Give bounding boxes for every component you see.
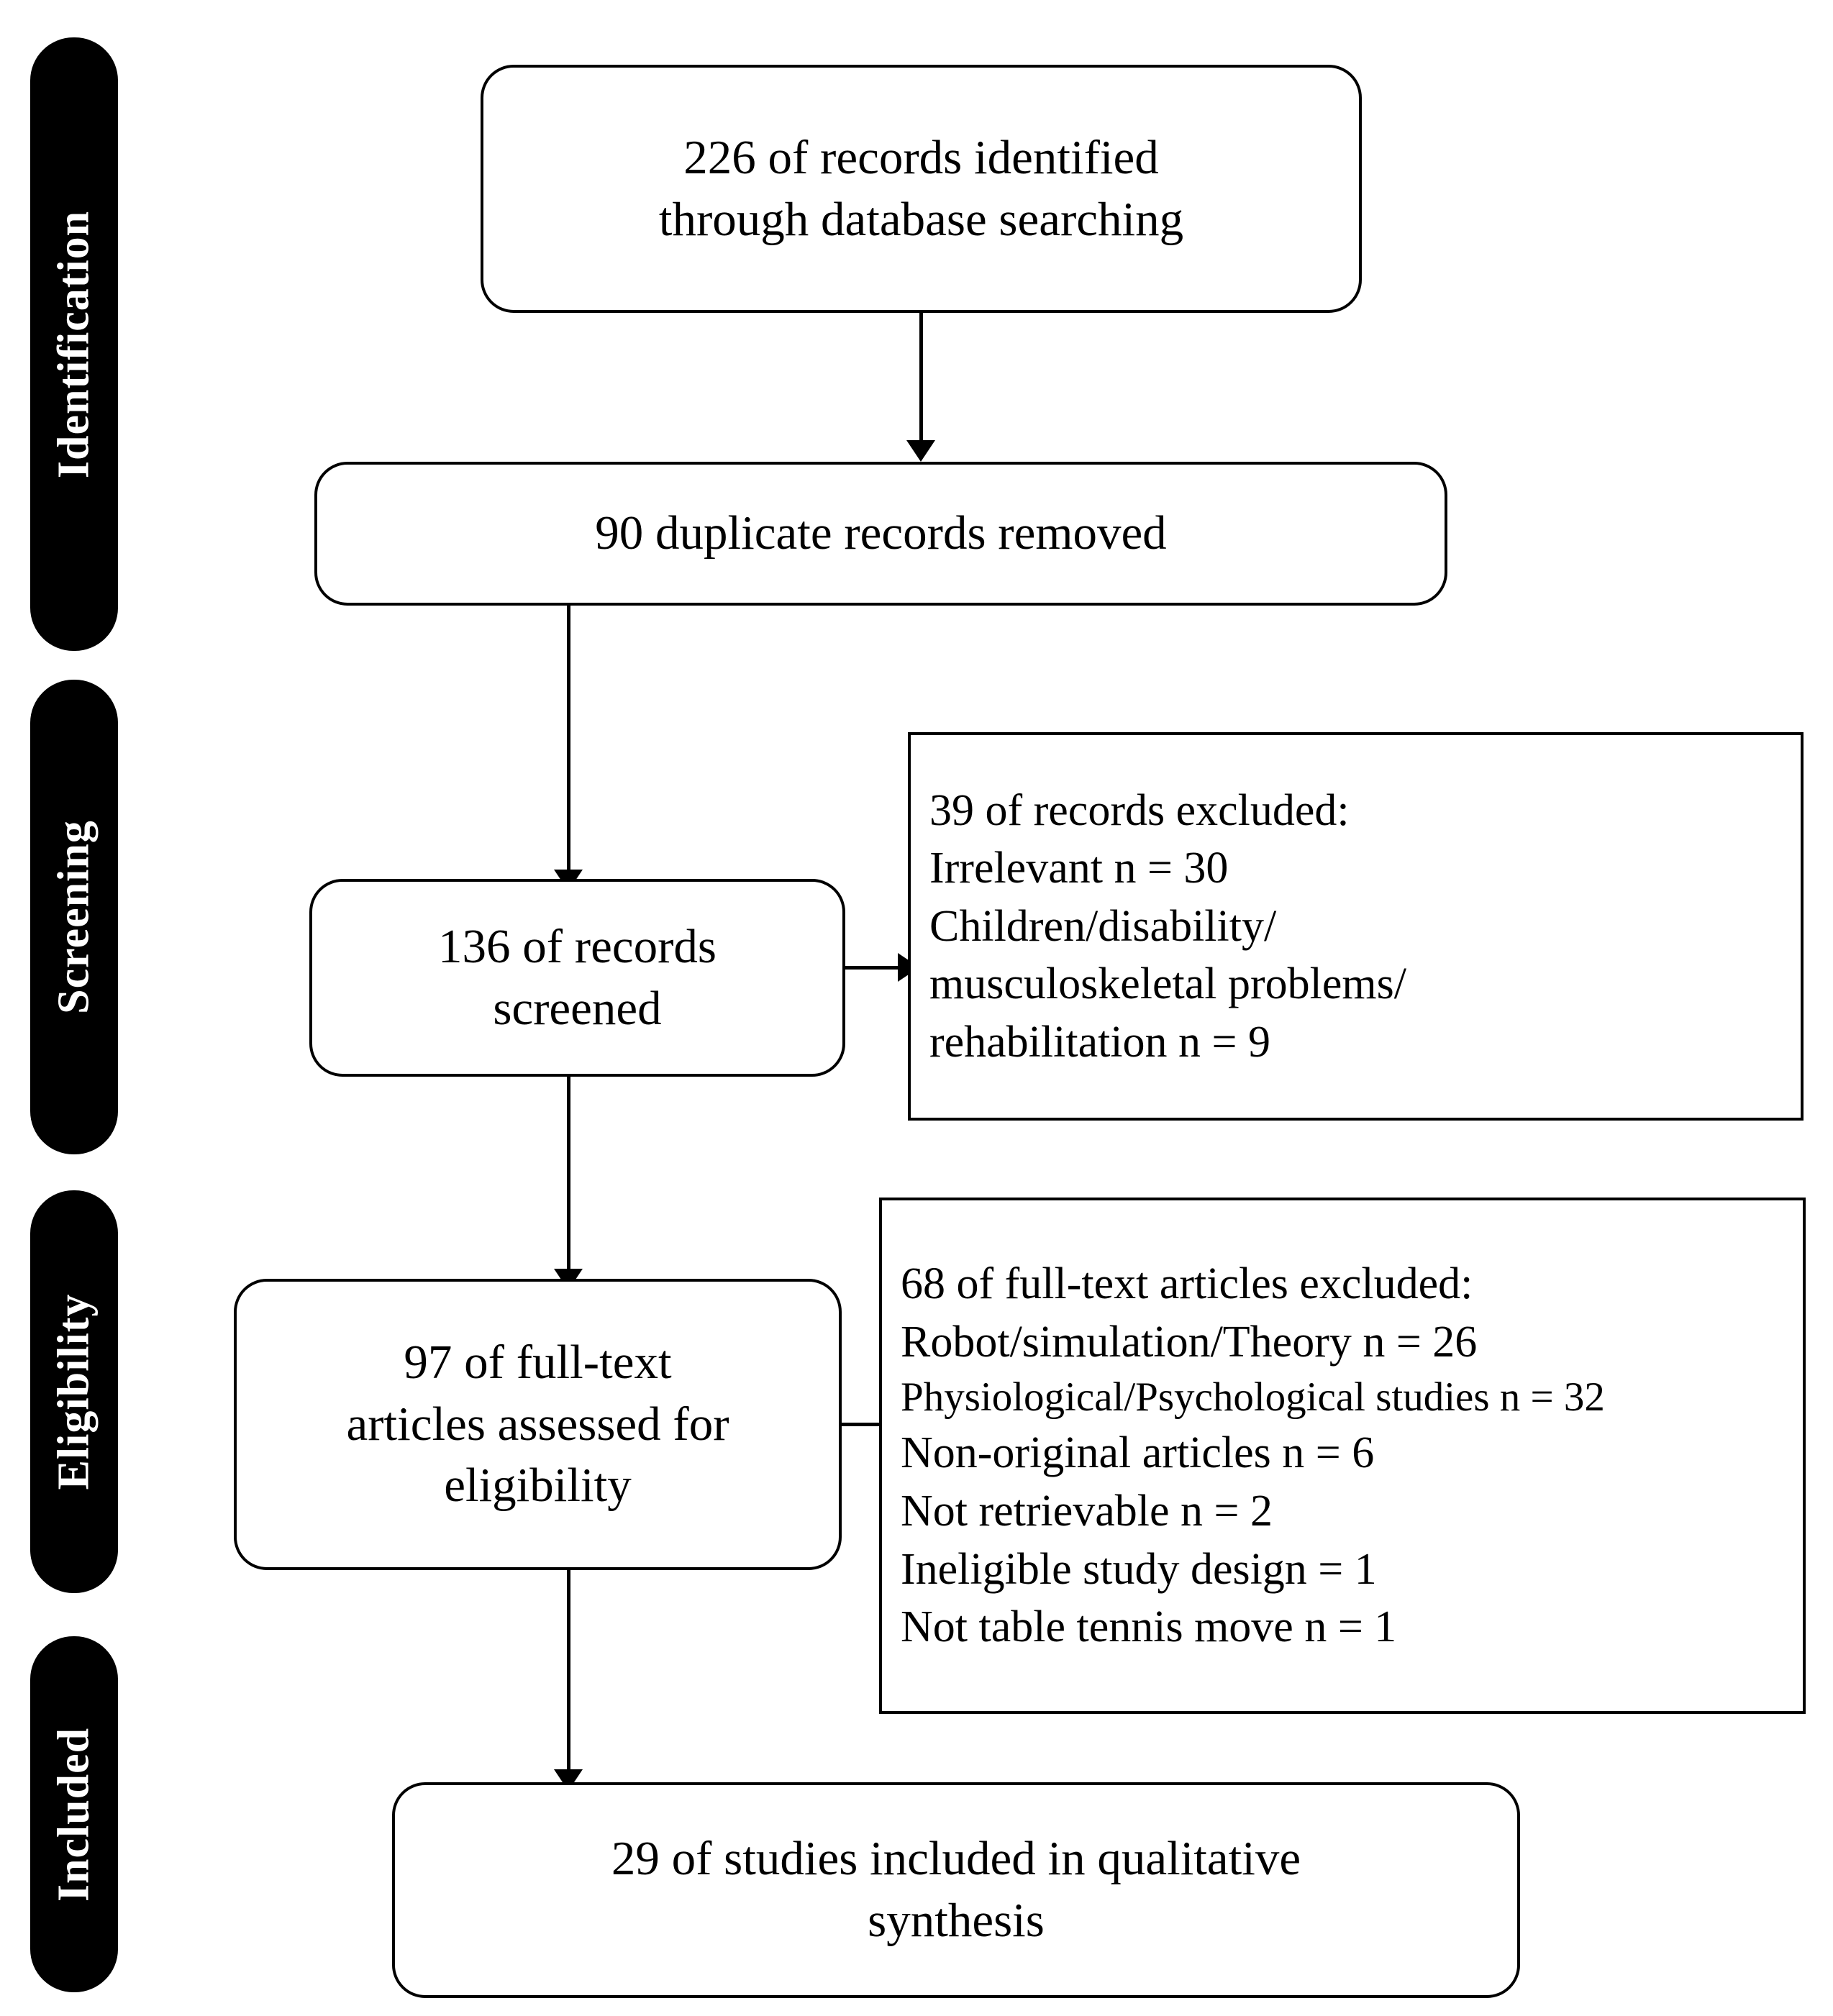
fulltext-excluded-item: Not retrievable n = 2 <box>901 1487 1273 1536</box>
fulltext-excluded-item: Not table tennis move n = 1 <box>901 1602 1397 1652</box>
records-excluded-item: musculoskeletal problems/ <box>929 959 1406 1009</box>
fulltext-excluded-item: Physiological/Psychological studies n = … <box>901 1374 1605 1420</box>
box-duplicates-removed: 90 duplicate records removed <box>314 462 1447 606</box>
stage-tab-included-label: Included <box>49 1727 99 1902</box>
stage-tab-eligibility-label: Eligibility <box>49 1293 99 1490</box>
stage-tab-identification-label: Identification <box>49 210 99 478</box>
arrow-identified-to-duplicates <box>906 440 935 462</box>
box-studies-included-text: 29 of studies included in qualitative sy… <box>611 1832 1301 1947</box>
fulltext-excluded-heading: 68 of full-text articles excluded: <box>901 1259 1473 1309</box>
box-fulltext-assessed: 97 of full-text articles assessed for el… <box>234 1279 842 1570</box>
fulltext-excluded-list: 68 of full-text articles excluded: Robot… <box>882 1200 1803 1711</box>
fulltext-excluded-item: Robot/simulation/Theory n = 26 <box>901 1317 1478 1367</box>
records-excluded-item: Irrelevant n = 30 <box>929 844 1229 893</box>
stage-tab-included: Included <box>30 1636 118 1992</box>
stage-tab-identification: Identification <box>30 37 118 651</box>
records-excluded-item: rehabilitation n = 9 <box>929 1017 1271 1067</box>
box-studies-included: 29 of studies included in qualitative sy… <box>392 1782 1520 1998</box>
box-fulltext-assessed-text: 97 of full-text articles assessed for el… <box>346 1335 729 1513</box>
records-excluded-list: 39 of records excluded: Irrelevant n = 3… <box>911 735 1801 1118</box>
connector-fulltext-to-included <box>567 1570 570 1775</box>
connector-identified-to-duplicates <box>919 313 923 446</box>
stage-tab-screening-label: Screening <box>49 820 99 1014</box>
fulltext-excluded-item: Ineligible study design = 1 <box>901 1544 1377 1594</box>
box-records-screened-text: 136 of records screened <box>438 919 717 1035</box>
stage-tab-screening: Screening <box>30 680 118 1154</box>
connector-screened-to-records-excluded <box>845 966 910 970</box>
records-excluded-item: Children/disability/ <box>929 901 1277 951</box>
box-records-screened: 136 of records screened <box>309 879 845 1077</box>
box-fulltext-excluded: 68 of full-text articles excluded: Robot… <box>879 1198 1806 1714</box>
connector-duplicates-to-screened <box>567 606 570 875</box>
box-records-identified-text: 226 of records identified through databa… <box>658 130 1184 246</box>
box-records-identified: 226 of records identified through databa… <box>481 65 1362 313</box>
fulltext-excluded-item: Non-original articles n = 6 <box>901 1428 1375 1478</box>
box-duplicates-removed-text: 90 duplicate records removed <box>595 506 1167 560</box>
connector-fulltext-to-fulltext-excluded <box>842 1423 910 1426</box>
box-records-excluded: 39 of records excluded: Irrelevant n = 3… <box>908 732 1804 1121</box>
connector-screened-to-fulltext <box>567 1077 570 1274</box>
records-excluded-heading: 39 of records excluded: <box>929 785 1350 835</box>
stage-tab-eligibility: Eligibility <box>30 1190 118 1593</box>
